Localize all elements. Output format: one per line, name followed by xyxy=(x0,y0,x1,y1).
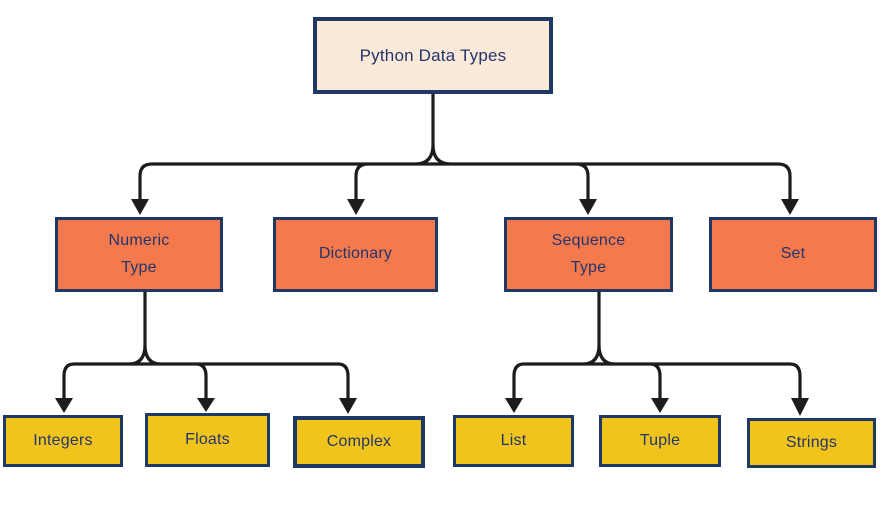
node-integers: Integers xyxy=(3,415,123,467)
arrowhead-numeric-type xyxy=(131,199,149,215)
node-floats: Floats xyxy=(145,413,270,467)
node-tuple: Tuple xyxy=(599,415,721,467)
arrowhead-complex xyxy=(339,398,357,414)
arrowhead-sequence-type xyxy=(579,199,597,215)
node-strings: Strings xyxy=(747,418,876,468)
arrowhead-floats xyxy=(197,398,215,412)
branch-numeric-to-leaves xyxy=(55,292,357,414)
arrowhead-strings xyxy=(791,398,809,416)
node-list: List xyxy=(453,415,574,467)
arrowhead-integers xyxy=(55,398,73,413)
arrowhead-list xyxy=(505,398,523,413)
branch-sequence-to-leaves xyxy=(505,292,809,416)
node-dictionary: Dictionary xyxy=(273,217,438,292)
node-python-data-types: Python Data Types xyxy=(313,17,553,94)
arrowhead-dictionary xyxy=(347,199,365,215)
arrowhead-set xyxy=(781,199,799,215)
node-complex: Complex xyxy=(293,416,425,468)
arrowhead-tuple xyxy=(651,398,669,413)
branch-root-to-categories xyxy=(131,91,799,215)
node-sequence-type: Sequence Type xyxy=(504,217,673,292)
node-set: Set xyxy=(709,217,877,292)
node-numeric-type: Numeric Type xyxy=(55,217,223,292)
